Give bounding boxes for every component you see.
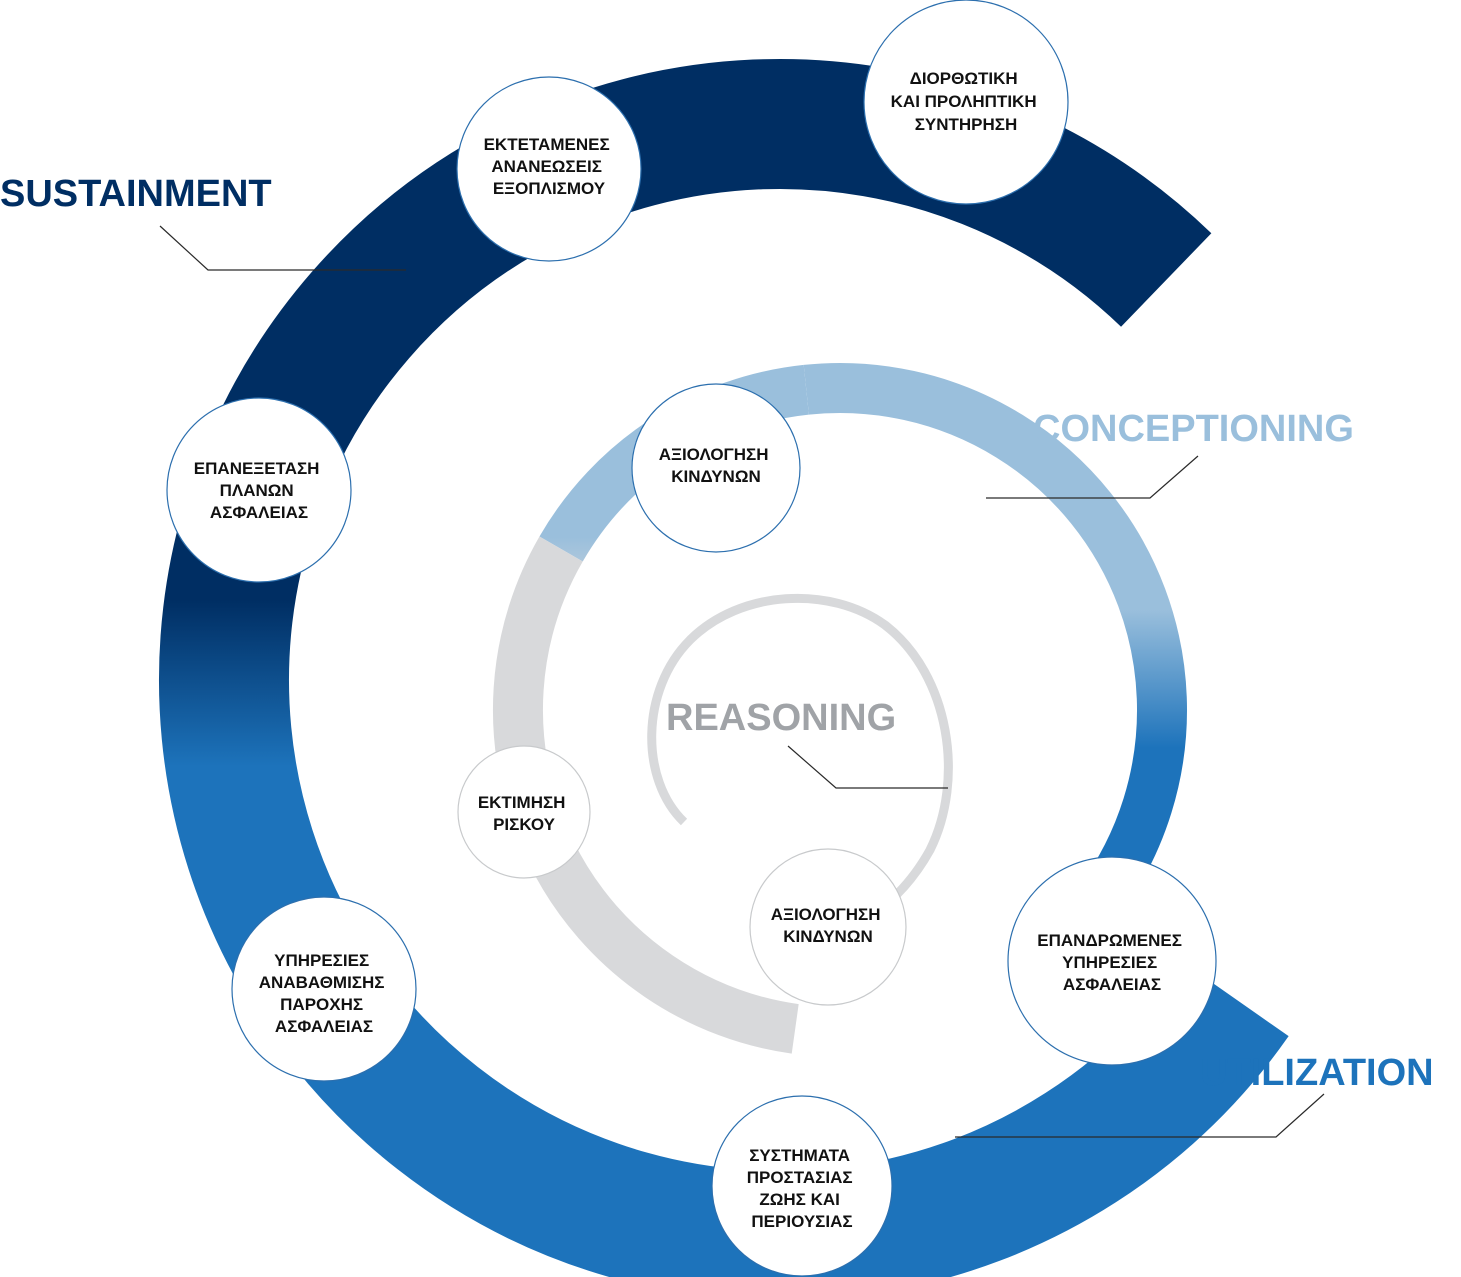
node-label: ΣΥΣΤΗΜΑΤΑ ΠΡΟΣΤΑΣΙΑΣ ΖΩΗΣ ΚΑΙ ΠΕΡΙΟΥΣΙΑΣ (747, 1146, 858, 1231)
node-manned-security-services: ΕΠΑΝΔΡΩΜΕΝΕΣ ΥΠΗΡΕΣΙΕΣ ΑΣΦΑΛΕΙΑΣ (1007, 856, 1217, 1066)
reasoning-leader-line (787, 745, 948, 789)
node-life-property-protection: ΣΥΣΤΗΜΑΤΑ ΠΡΟΣΤΑΣΙΑΣ ΖΩΗΣ ΚΑΙ ΠΕΡΙΟΥΣΙΑΣ (711, 1095, 893, 1277)
utilization-leader-line (955, 1093, 1325, 1138)
node-label: ΑΞΙΟΛΟΓΗΣΗ ΚΙΝΔΥΝΩΝ (771, 905, 886, 946)
node-label: ΕΚΤΕΤΑΜΕΝΕΣ ΑΝΑΝΕΩΣΕΙΣ ΕΞΟΠΛΙΣΜΟΥ (484, 135, 615, 198)
node-risk-estimation: ΕΚΤΙΜΗΣΗ ΡΙΣΚΟΥ (457, 745, 591, 879)
conceptioning-leader-line (986, 455, 1199, 499)
node-label: ΕΠΑΝΔΡΩΜΕΝΕΣ ΥΠΗΡΕΣΙΕΣ ΑΣΦΑΛΕΙΑΣ (1037, 931, 1186, 994)
node-label: ΕΠΑΝΕΞΕΤΑΣΗ ΠΛΑΝΩΝ ΑΣΦΑΛΕΙΑΣ (194, 459, 324, 522)
node-label: ΑΞΙΟΛΟΓΗΣΗ ΚΙΝΔΥΝΩΝ (659, 445, 774, 486)
node-safety-plans-review: ΕΠΑΝΕΞΕΤΑΣΗ ΠΛΑΝΩΝ ΑΣΦΑΛΕΙΑΣ (166, 397, 352, 583)
utilization-label: UTILIZATION (1200, 1052, 1434, 1094)
node-maintenance: ΔΙΟΡΘΩΤΙΚΗ ΚΑΙ ΠΡΟΛΗΠΤΙΚΗ ΣΥΝΤΗΡΗΣΗ (863, 0, 1069, 205)
node-label: ΥΠΗΡΕΣΙΕΣ ΑΝΑΒΑΘΜΙΣΗΣ ΠΑΡΟΧΗΣ ΑΣΦΑΛΕΙΑΣ (259, 951, 389, 1036)
node-risk-assessment-bottom: ΑΞΙΟΛΟΓΗΣΗ ΚΙΝΔΥΝΩΝ (749, 848, 907, 1006)
sustainment-label: SUSTAINMENT (0, 173, 272, 215)
conceptioning-label: CONCEPTIONING (1033, 408, 1354, 450)
reasoning-inner-spiral (647, 593, 953, 930)
node-label: ΕΚΤΙΜΗΣΗ ΡΙΣΚΟΥ (478, 793, 570, 834)
reasoning-label: REASONING (666, 697, 896, 739)
node-risk-assessment-top: ΑΞΙΟΛΟΓΗΣΗ ΚΙΝΔΥΝΩΝ (631, 383, 801, 553)
node-label: ΔΙΟΡΘΩΤΙΚΗ ΚΑΙ ΠΡΟΛΗΠΤΙΚΗ ΣΥΝΤΗΡΗΣΗ (891, 69, 1042, 134)
sustainment-leader-line (159, 225, 406, 271)
node-security-upgrade-services: ΥΠΗΡΕΣΙΕΣ ΑΝΑΒΑΘΜΙΣΗΣ ΠΑΡΟΧΗΣ ΑΣΦΑΛΕΙΑΣ (231, 896, 417, 1082)
outer-spiral-band (159, 58, 1289, 1277)
node-equipment-upgrades: ΕΚΤΕΤΑΜΕΝΕΣ ΑΝΑΝΕΩΣΕΙΣ ΕΞΟΠΛΙΣΜΟΥ (456, 76, 642, 262)
